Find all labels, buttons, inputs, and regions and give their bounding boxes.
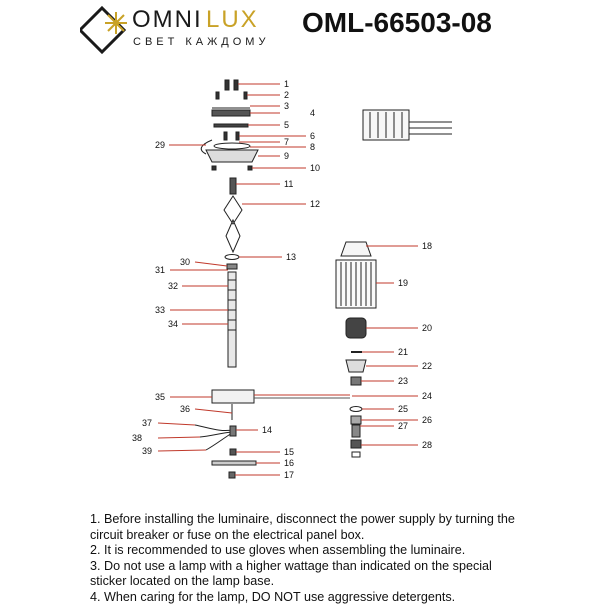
part-label-35: 35	[155, 392, 165, 402]
part-label-3: 3	[284, 101, 289, 111]
part-label-16: 16	[284, 458, 294, 468]
part-label-10: 10	[310, 163, 320, 173]
part-label-1: 1	[284, 79, 289, 89]
part-label-11: 11	[284, 179, 293, 189]
part-label-21: 21	[398, 347, 408, 357]
brand-name-part2: LUX	[206, 6, 259, 33]
note-item: 2. It is recommended to use gloves when …	[90, 543, 466, 558]
part-label-24: 24	[422, 391, 432, 401]
safety-notes: 1. Before installing the luminaire, disc…	[90, 512, 530, 606]
star-icon	[105, 12, 127, 34]
part-label-8: 8	[310, 142, 315, 152]
part-label-34: 34	[168, 319, 178, 329]
part-label-29: 29	[155, 140, 165, 150]
note-item: 4. When caring for the lamp, DO NOT use …	[90, 589, 456, 604]
part-label-23: 23	[398, 376, 408, 386]
model-number: OML-66503-08	[302, 7, 492, 38]
part-label-19: 19	[398, 278, 408, 288]
part-label-9: 9	[284, 151, 289, 161]
part-label-14: 14	[262, 425, 272, 435]
part-label-5: 5	[284, 120, 289, 130]
assembly-diagram: 1 2 3 4 5 6 7 8 9 10 11 12 13 14 15 16 1…	[132, 79, 452, 480]
part-label-7: 7	[284, 137, 289, 147]
part-label-15: 15	[284, 447, 294, 457]
part-label-20: 20	[422, 323, 432, 333]
part-label-28: 28	[422, 440, 432, 450]
part-label-30: 30	[180, 257, 190, 267]
part-label-27: 27	[398, 421, 408, 431]
part-label-39: 39	[142, 446, 152, 456]
note-item: 1. Before installing the luminaire, disc…	[90, 512, 515, 542]
brand-tagline: СВЕТ КАЖДОМУ	[133, 36, 270, 48]
brand-logo	[77, 4, 300, 56]
part-label-18: 18	[422, 241, 432, 251]
part-label-32: 32	[168, 281, 178, 291]
part-label-25: 25	[398, 404, 408, 414]
part-label-36: 36	[180, 404, 190, 414]
part-label-33: 33	[155, 305, 165, 315]
part-label-38: 38	[132, 433, 142, 443]
part-label-13: 13	[286, 252, 296, 262]
part-label-37: 37	[142, 418, 152, 428]
part-label-2: 2	[284, 90, 289, 100]
part-label-12: 12	[310, 199, 320, 209]
part-label-31: 31	[155, 265, 165, 275]
part-label-17: 17	[284, 470, 294, 480]
part-label-22: 22	[422, 361, 432, 371]
brand-name-part1: OMNI	[132, 6, 203, 33]
note-item: 3. Do not use a lamp with a higher watta…	[90, 558, 492, 589]
part-label-4: 4	[310, 108, 315, 118]
part-label-6: 6	[310, 131, 315, 141]
part-label-26: 26	[422, 415, 432, 425]
logo-diamond-icon	[77, 5, 127, 55]
